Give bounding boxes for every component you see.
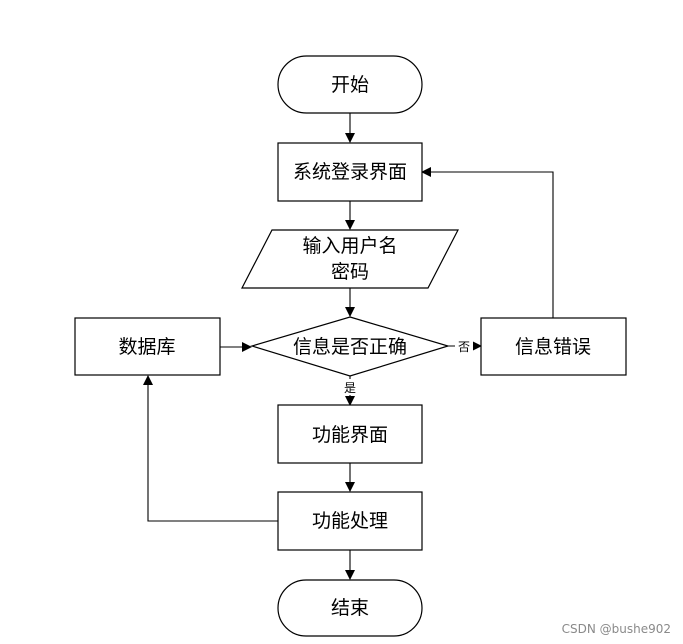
end-label: 结束	[331, 597, 369, 619]
error-box	[480, 317, 627, 376]
function-ui-box	[277, 404, 423, 464]
start-label: 开始	[331, 74, 369, 96]
no-label-bg	[455, 338, 473, 354]
yes-label: 是	[344, 381, 356, 395]
function-proc-label: 功能处理	[312, 510, 388, 532]
input-label-line1: 输入用户名	[302, 235, 397, 257]
check-decision	[249, 316, 451, 377]
edge-proc-to-database	[143, 375, 278, 522]
function-ui-label: 功能界面	[312, 424, 388, 446]
database-box	[74, 317, 221, 376]
login-box	[277, 142, 423, 202]
start-terminal	[277, 55, 423, 114]
edge-error-to-login	[421, 167, 554, 318]
input-parallelogram	[241, 229, 459, 289]
login-label: 系统登录界面	[293, 161, 407, 183]
database-label: 数据库	[118, 336, 175, 358]
watermark-text: CSDN @bushe902	[561, 622, 671, 636]
check-label: 信息是否正确	[293, 336, 407, 358]
yes-label-bg	[340, 379, 360, 395]
error-label: 信息错误	[515, 336, 591, 358]
end-terminal	[277, 579, 423, 637]
function-proc-box	[277, 491, 423, 551]
no-label: 否	[458, 340, 470, 354]
input-label-line2: 密码	[331, 261, 369, 283]
